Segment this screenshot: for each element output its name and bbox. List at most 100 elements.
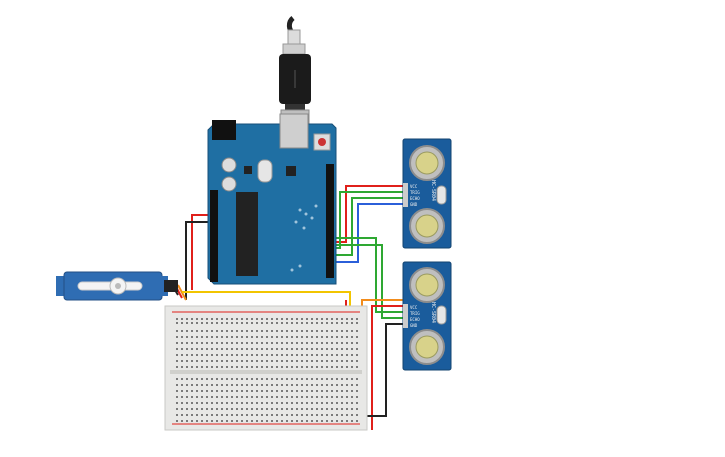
- breadboard-hole: [201, 414, 203, 416]
- breadboard-hole: [281, 420, 283, 422]
- breadboard-hole: [201, 390, 203, 392]
- breadboard-hole: [226, 330, 228, 332]
- breadboard-hole: [176, 420, 178, 422]
- breadboard-hole: [286, 354, 288, 356]
- breadboard-hole: [186, 330, 188, 332]
- breadboard-hole: [201, 318, 203, 320]
- breadboard-hole: [261, 360, 263, 362]
- breadboard-hole: [356, 342, 358, 344]
- breadboard-hole: [256, 402, 258, 404]
- breadboard-hole: [241, 342, 243, 344]
- breadboard-hole: [216, 402, 218, 404]
- breadboard-hole: [291, 330, 293, 332]
- breadboard-hole: [306, 390, 308, 392]
- breadboard-hole: [291, 366, 293, 368]
- breadboard-hole: [281, 384, 283, 386]
- top-pin-gnd: GND: [410, 202, 418, 207]
- breadboard-hole: [196, 348, 198, 350]
- breadboard-hole: [306, 420, 308, 422]
- breadboard-hole: [201, 378, 203, 380]
- breadboard-hole: [246, 402, 248, 404]
- breadboard-hole: [271, 318, 273, 320]
- breadboard-hole: [271, 384, 273, 386]
- breadboard-hole: [266, 384, 268, 386]
- breadboard-hole: [306, 366, 308, 368]
- breadboard-hole: [181, 336, 183, 338]
- breadboard-hole: [216, 330, 218, 332]
- breadboard-hole: [316, 414, 318, 416]
- top-sensor-model: HC-SR04: [430, 180, 436, 201]
- breadboard-hole: [251, 318, 253, 320]
- breadboard-hole: [331, 384, 333, 386]
- breadboard-hole: [246, 342, 248, 344]
- breadboard-hole: [221, 390, 223, 392]
- breadboard-hole: [246, 396, 248, 398]
- breadboard-hole: [206, 414, 208, 416]
- breadboard-hole: [231, 318, 233, 320]
- breadboard-hole: [186, 360, 188, 362]
- breadboard-hole: [231, 396, 233, 398]
- breadboard-hole: [296, 366, 298, 368]
- breadboard-hole: [301, 322, 303, 324]
- ultrasonic-sensor-bottom[interactable]: VCC TRIG ECHO GND HC-SR04: [402, 261, 452, 371]
- breadboard-hole: [336, 348, 338, 350]
- breadboard-hole: [286, 366, 288, 368]
- breadboard-hole: [201, 330, 203, 332]
- breadboard-hole: [296, 336, 298, 338]
- breadboard-hole: [276, 390, 278, 392]
- breadboard-hole: [196, 342, 198, 344]
- breadboard-hole: [326, 360, 328, 362]
- breadboard-hole: [221, 342, 223, 344]
- servo-motor-icon[interactable]: [56, 271, 178, 301]
- breadboard-hole: [196, 354, 198, 356]
- breadboard-hole: [241, 366, 243, 368]
- breadboard-hole: [231, 342, 233, 344]
- breadboard-hole: [221, 402, 223, 404]
- breadboard-hole: [206, 336, 208, 338]
- breadboard-hole: [221, 414, 223, 416]
- breadboard-hole: [201, 354, 203, 356]
- breadboard-hole: [316, 408, 318, 410]
- breadboard-hole: [316, 336, 318, 338]
- breadboard-hole: [301, 420, 303, 422]
- breadboard-hole: [311, 378, 313, 380]
- breadboard-hole: [326, 390, 328, 392]
- ultrasonic-sensor-top[interactable]: VCC TRIG ECHO GND HC-SR04: [402, 138, 452, 249]
- breadboard-hole: [221, 322, 223, 324]
- breadboard-icon[interactable]: [164, 305, 368, 431]
- breadboard-hole: [231, 420, 233, 422]
- breadboard-hole: [351, 390, 353, 392]
- breadboard-hole: [251, 408, 253, 410]
- breadboard-hole: [226, 414, 228, 416]
- breadboard-hole: [351, 360, 353, 362]
- breadboard-hole: [211, 384, 213, 386]
- breadboard-hole: [276, 348, 278, 350]
- breadboard-hole: [321, 342, 323, 344]
- breadboard-hole: [236, 354, 238, 356]
- breadboard-hole: [216, 396, 218, 398]
- breadboard-hole: [316, 420, 318, 422]
- breadboard-hole: [226, 402, 228, 404]
- breadboard-hole: [346, 336, 348, 338]
- breadboard-hole: [296, 318, 298, 320]
- breadboard-hole: [206, 322, 208, 324]
- breadboard-hole: [191, 366, 193, 368]
- breadboard-hole: [331, 360, 333, 362]
- breadboard-hole: [271, 378, 273, 380]
- breadboard-hole: [341, 390, 343, 392]
- breadboard-hole: [251, 342, 253, 344]
- arduino-uno-icon[interactable]: [207, 113, 337, 285]
- breadboard-hole: [326, 348, 328, 350]
- breadboard-hole: [261, 366, 263, 368]
- breadboard-hole: [196, 360, 198, 362]
- breadboard-hole: [301, 384, 303, 386]
- breadboard-hole: [186, 420, 188, 422]
- breadboard-hole: [306, 378, 308, 380]
- breadboard-hole: [186, 336, 188, 338]
- breadboard-hole: [256, 384, 258, 386]
- breadboard-hole: [311, 408, 313, 410]
- breadboard-hole: [221, 354, 223, 356]
- breadboard-hole: [306, 402, 308, 404]
